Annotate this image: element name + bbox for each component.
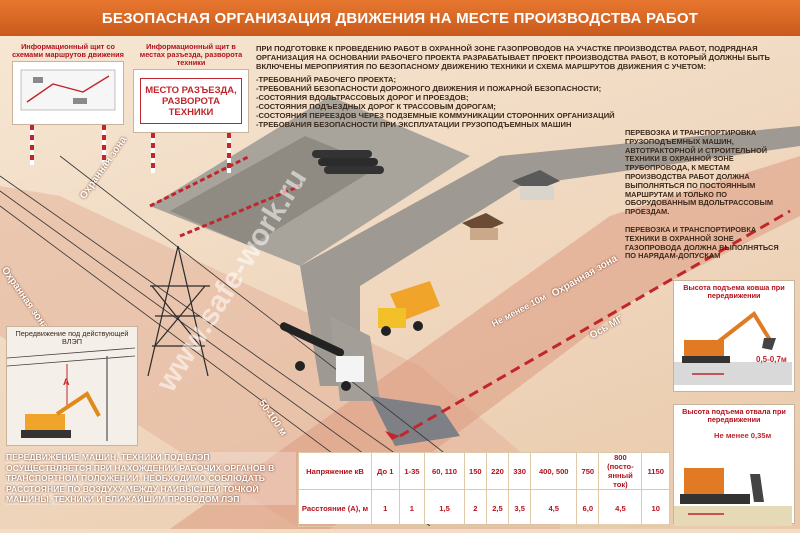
voltage-cell: 60, 110 <box>424 452 465 490</box>
power-pylon <box>147 245 210 377</box>
page-title: БЕЗОПАСНАЯ ОРГАНИЗАЦИЯ ДВИЖЕНИЯ НА МЕСТЕ… <box>0 0 800 36</box>
distance-cell: 10 <box>641 489 670 527</box>
power-line-panel: Передвижение под действующей ВЛЭП А <box>6 326 138 446</box>
requirement-item: -ТРЕБОВАНИЙ РАБОЧЕГО ПРОЕКТА; <box>256 75 397 84</box>
distance-table: Напряжение кВ До 1 1-35 60, 110 150 220 … <box>298 452 670 527</box>
red-arrow <box>385 431 400 440</box>
requirement-item: -СОСТОЯНИЯ ПОДЪЕЗДНЫХ ДОРОГ К ТРАССОВЫМ … <box>256 102 496 111</box>
voltage-cell: 1-35 <box>398 452 426 490</box>
distance-row: Расстояние (А), м 1 1 1,5 2 2,5 3,5 4,5 … <box>298 489 670 527</box>
board2-posts <box>133 133 249 173</box>
board2-panel: МЕСТО РАЗЪЕЗДА, РАЗВОРОТА ТЕХНИКИ <box>133 69 249 133</box>
power-wire-1 <box>0 175 471 507</box>
requirement-item: -СОСТОЯНИЯ ВДОЛЬТРАССОВЫХ ДОРОГ И ПРОЕЗД… <box>256 93 469 102</box>
requirements-list: -ТРЕБОВАНИЙ РАБОЧЕГО ПРОЕКТА; -ТРЕБОВАНИ… <box>256 75 696 129</box>
distance-cell: 2 <box>463 489 487 527</box>
voltage-label: Напряжение кВ <box>298 452 372 490</box>
bulldozer-icon <box>674 468 792 526</box>
transport-text-2: ПЕРЕВОЗКА И ТРАНСПОРТИРОВКА ТЕХНИКИ В ОХ… <box>625 225 779 261</box>
voltage-cell: 1150 <box>641 452 670 490</box>
requirement-item: -ТРЕБОВАНИЯ БЕЗОПАСНОСТИ ПРИ ЭКСПЛУАТАЦИ… <box>256 120 572 129</box>
distance-cell: 3,5 <box>508 489 532 527</box>
distance-cell: 1 <box>371 489 400 527</box>
distance-table-panel: Напряжение кВ До 1 1-35 60, 110 150 220 … <box>298 452 670 527</box>
voltage-cell: 750 <box>576 452 600 490</box>
distance-cell: 2,5 <box>485 489 510 527</box>
requirement-item: -СОСТОЯНИЯ ПЕРЕЕЗДОВ ЧЕРЕЗ ПОДЗЕМНЫЕ КОМ… <box>256 111 615 120</box>
bucket-panel: Высота подъема ковша при передвижении 0,… <box>673 280 795 392</box>
pipeline-axis <box>399 209 791 438</box>
voltage-cell: 220 <box>485 452 510 490</box>
pipe-truck <box>279 322 364 391</box>
shelter-1 <box>512 170 560 200</box>
blade-height-label: Не менее 0,35м <box>714 431 772 440</box>
bottom-text-block: ПЕРЕДВИЖЕНИЕ МАШИН, ТЕХНИКИ ПОД ВЛЭП ОСУ… <box>6 452 296 505</box>
bottom-text: ПЕРЕДВИЖЕНИЕ МАШИН, ТЕХНИКИ ПОД ВЛЭП ОСУ… <box>6 452 275 504</box>
pipeline-zone-band <box>170 156 800 529</box>
info-board-routes: Информационный щит со схемами маршрутов … <box>12 43 124 165</box>
voltage-cell: 330 <box>508 452 532 490</box>
voltage-cell: 400, 500 <box>530 452 578 490</box>
barrier-fence-2 <box>179 184 301 238</box>
excavator-icon <box>674 311 792 385</box>
bucket-caption: Высота подъема ковша при передвижении <box>683 283 785 300</box>
excavator-under-line-icon <box>6 347 136 441</box>
board1-posts <box>12 125 124 165</box>
distance-cell: 1 <box>398 489 426 527</box>
route-scheme-icon <box>20 69 116 111</box>
info-board-turnaround: Информационный щит в местах разъезда, ра… <box>133 43 249 173</box>
site-illustration <box>0 96 800 529</box>
distance-cell: 6,0 <box>576 489 600 527</box>
intro-text: ПРИ ПОДГОТОВКЕ К ПРОВЕДЕНИЮ РАБОТ В ОХРА… <box>256 44 770 71</box>
voltage-cell: 800 (посто-янный ток) <box>598 452 643 490</box>
pipe-stack <box>312 150 384 174</box>
distance-cell: 1,5 <box>424 489 465 527</box>
requirement-item: -ТРЕБОВАНИЙ БЕЗОПАСНОСТИ ДОРОЖНОГО ДВИЖЕ… <box>256 84 602 93</box>
board1-caption: Информационный щит со схемами маршрутов … <box>12 42 124 59</box>
voltage-cell: До 1 <box>371 452 400 490</box>
board2-caption: Информационный щит в местах разъезда, ра… <box>139 42 243 67</box>
distance-cell: 4,5 <box>598 489 643 527</box>
blade-panel: Высота подъема отвала при передвижении Н… <box>673 404 795 526</box>
power-line-caption: Передвижение под действующей ВЛЭП <box>15 329 129 346</box>
distance-cell: 4,5 <box>530 489 578 527</box>
bucket-height-label: 0,5-0,7м <box>756 355 787 364</box>
barrier-fence-1 <box>149 154 251 208</box>
board1-panel <box>12 61 124 125</box>
turnaround-sign: МЕСТО РАЗЪЕЗДА, РАЗВОРОТА ТЕХНИКИ <box>140 78 242 124</box>
shelter-2 <box>462 213 504 240</box>
blade-caption: Высота подъема отвала при передвижении <box>682 407 786 424</box>
voltage-cell: 150 <box>463 452 487 490</box>
voltage-row: Напряжение кВ До 1 1-35 60, 110 150 220 … <box>298 452 670 490</box>
dump-truck <box>378 281 440 336</box>
distance-a-label: А <box>63 377 70 387</box>
transport-text: ПЕРЕВОЗКА И ТРАНСПОРТИРОВКА ГРУЗОПОДЪЕМН… <box>625 128 774 217</box>
distance-label: Расстояние (А), м <box>298 489 372 527</box>
